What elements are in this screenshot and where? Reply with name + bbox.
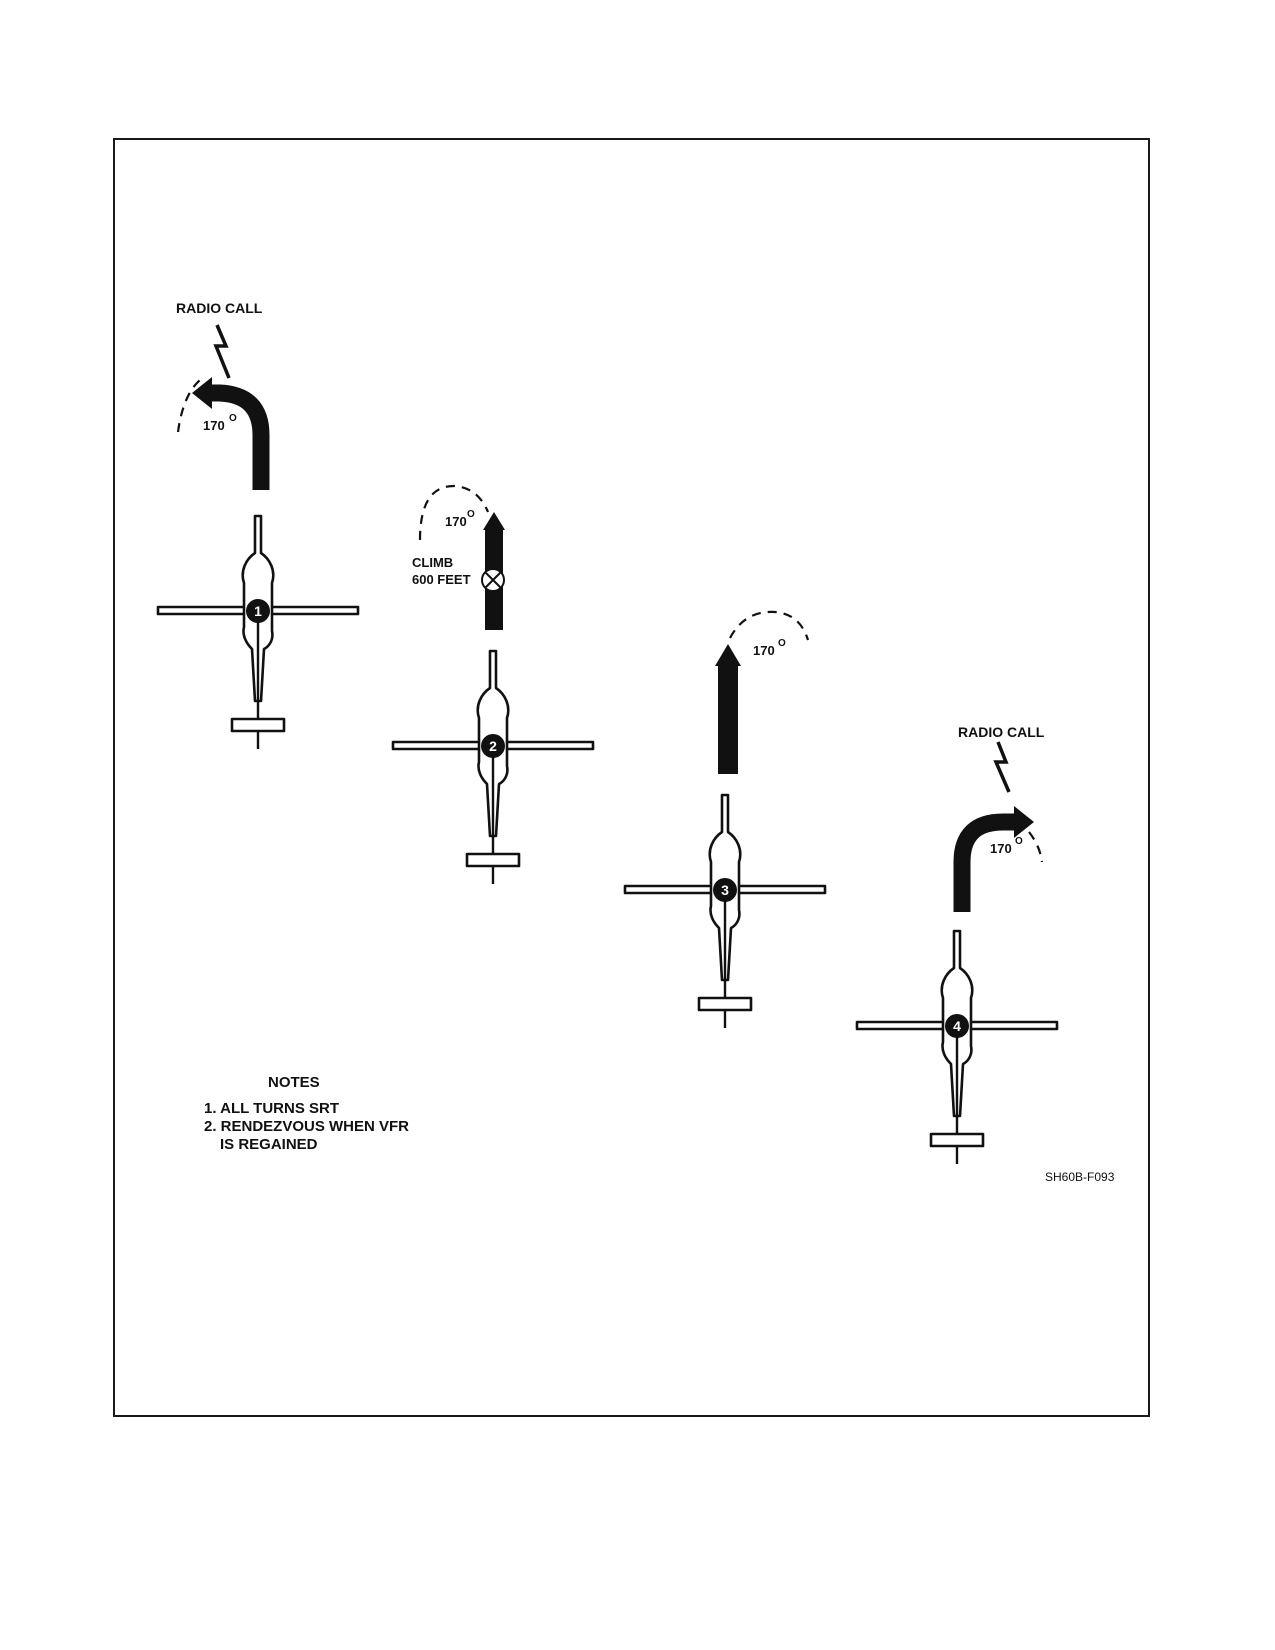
arrow-head-3 bbox=[715, 644, 741, 666]
helicopter-4: 4 bbox=[855, 929, 1059, 1166]
helicopter-3: 3 bbox=[623, 793, 827, 1030]
turn-arrow-1 bbox=[192, 377, 270, 490]
radio-call-icon-1 bbox=[213, 324, 231, 379]
straight-arrow-3 bbox=[718, 664, 738, 774]
turn-arrow-4 bbox=[953, 806, 1034, 912]
climb-marker-icon bbox=[481, 568, 505, 592]
note-item-2-continued: IS REGAINED bbox=[220, 1136, 318, 1153]
helicopter-number-2: 2 bbox=[489, 738, 497, 754]
helicopter-number-4: 4 bbox=[953, 1018, 961, 1034]
arrow-head-2 bbox=[483, 512, 505, 530]
helicopter-1: 1 bbox=[156, 514, 360, 751]
notes-title: NOTES bbox=[268, 1074, 320, 1091]
dashed-turn-path-4 bbox=[1028, 831, 1044, 863]
helicopter-number-1: 1 bbox=[254, 603, 262, 619]
radio-call-label-4: RADIO CALL bbox=[958, 724, 1045, 740]
degree-mark-3: O bbox=[778, 638, 786, 649]
climb-label-line1: CLIMB bbox=[412, 555, 453, 570]
dashed-turn-path-3 bbox=[729, 610, 810, 641]
angle-label-4: 170 bbox=[990, 841, 1012, 856]
dashed-turn-path-1 bbox=[176, 379, 201, 433]
dashed-turn-path-2 bbox=[418, 484, 490, 541]
climb-label-line2: 600 FEET bbox=[412, 572, 471, 587]
note-item-1: 1. ALL TURNS SRT bbox=[204, 1100, 339, 1117]
figure-frame bbox=[113, 138, 1150, 1417]
helicopter-number-3: 3 bbox=[721, 882, 729, 898]
angle-label-2: 170 bbox=[445, 514, 467, 529]
angle-label-3: 170 bbox=[753, 643, 775, 658]
radio-call-icon-4 bbox=[993, 741, 1011, 793]
degree-mark-4: O bbox=[1015, 836, 1023, 847]
angle-label-1: 170 bbox=[203, 418, 225, 433]
figure-id: SH60B-F093 bbox=[1045, 1170, 1115, 1184]
note-item-2: 2. RENDEZVOUS WHEN VFR bbox=[204, 1118, 409, 1135]
degree-mark-1: O bbox=[229, 413, 237, 424]
radio-call-label-1: RADIO CALL bbox=[176, 300, 263, 316]
helicopter-2: 2 bbox=[391, 649, 595, 886]
degree-mark-2: O bbox=[467, 509, 475, 520]
